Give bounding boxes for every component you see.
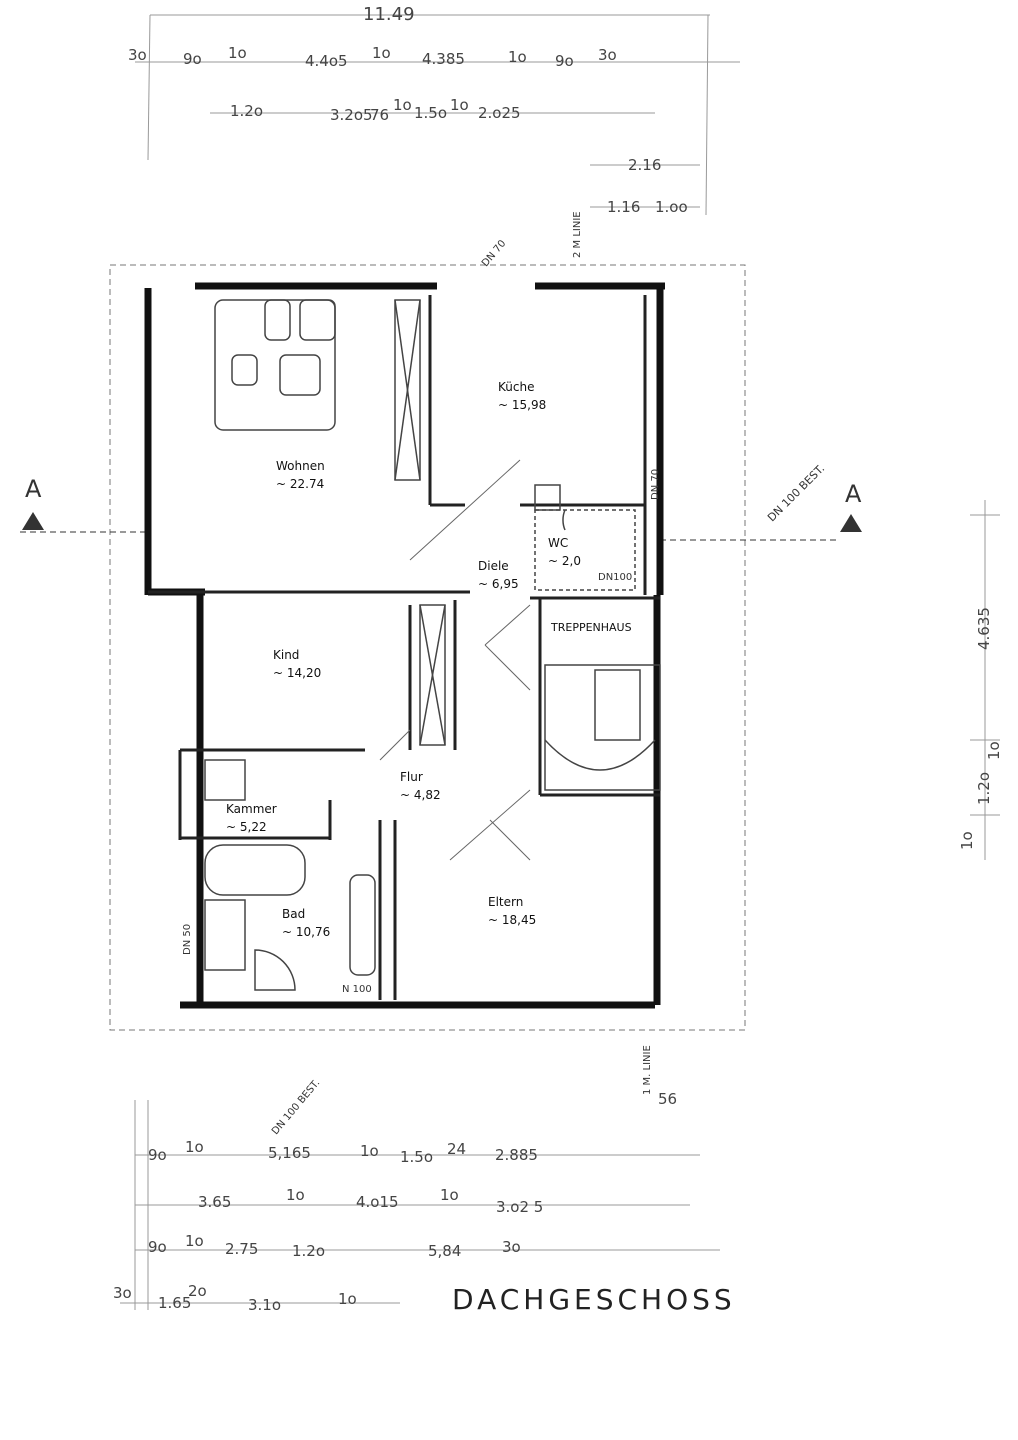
annotation-1m-linie: 1 M. LINIE — [642, 1045, 653, 1095]
dimension: 9o — [555, 52, 574, 70]
dimension: 1.5o — [400, 1148, 434, 1166]
dimension: 1o — [185, 1232, 204, 1250]
annotation-dn50: DN 50 — [182, 923, 193, 955]
section-label-left: A — [25, 475, 42, 503]
dimension: 3.o2 5 — [496, 1198, 544, 1216]
dimension: 3o — [128, 46, 147, 64]
dimension: 9o — [183, 50, 202, 68]
dimension: 3o — [502, 1238, 521, 1256]
dimension: 3.1o — [248, 1296, 282, 1314]
dimension: 3o — [598, 46, 617, 64]
dimension: 2o — [188, 1282, 207, 1300]
stair-and-door-swings — [379, 459, 531, 861]
dimension: 1.2o — [975, 771, 993, 805]
dimension: 1o — [393, 96, 412, 114]
dimension: 4.635 — [975, 607, 993, 650]
dimension: 1o — [958, 831, 976, 850]
room-diele: Diele~ 6,95 — [478, 559, 519, 591]
section-markers — [22, 512, 862, 532]
plan-title: DACHGESCHOSS — [452, 1283, 736, 1316]
room-wohnen: Wohnen~ 22.74 — [276, 459, 325, 491]
dimension: 3.65 — [198, 1193, 232, 1211]
dimension: 1o — [450, 96, 469, 114]
dimension: 1.5o — [414, 104, 448, 122]
dimension: 1o — [286, 1186, 305, 1204]
dimension-overall: 11.49 — [363, 4, 415, 25]
dimension: 56 — [658, 1090, 678, 1108]
annotation-dn70-right: DN 70 — [650, 468, 661, 500]
dimension: 9o — [148, 1146, 167, 1164]
fixtures — [204, 299, 661, 991]
dimension: 1o — [508, 48, 527, 66]
dimension: 1.65 — [158, 1294, 192, 1312]
annotation-n100: N 100 — [342, 984, 372, 995]
dimension: 24 — [447, 1140, 467, 1158]
dimension: 9o — [148, 1238, 167, 1256]
room-bad: Bad~ 10,76 — [282, 907, 331, 939]
dimension: 76 — [370, 106, 390, 124]
dimension: 3.2o5 — [330, 106, 373, 124]
dimension: 4.385 — [422, 50, 465, 68]
room-kind: Kind~ 14,20 — [273, 648, 322, 680]
dimension: 2.885 — [495, 1146, 538, 1164]
room-kammer: Kammer~ 5,22 — [226, 802, 277, 834]
dimension-lines — [120, 14, 1000, 1310]
dimension: 5,84 — [428, 1242, 462, 1260]
inner-walls — [148, 295, 660, 1000]
dimension: 4.o15 — [356, 1193, 399, 1211]
dimension: 2.16 — [628, 156, 662, 174]
dimension: 1.oo — [655, 198, 688, 216]
room-kueche: Küche~ 15,98 — [498, 380, 547, 412]
annotation-2m-linie: 2 M LINIE — [572, 211, 583, 258]
dimension: 1o — [185, 1138, 204, 1156]
dimension: 1o — [985, 741, 1003, 760]
dimension: 1o — [372, 44, 391, 62]
dimension: 1.2o — [230, 102, 264, 120]
roof-outline — [20, 264, 840, 1031]
dimension: 4.4o5 — [305, 52, 348, 70]
room-eltern: Eltern~ 18,45 — [488, 895, 537, 927]
dimension: 1.2o — [292, 1242, 326, 1260]
dimension: 2.o25 — [478, 104, 521, 122]
room-flur: Flur~ 4,82 — [400, 770, 441, 802]
outer-walls — [144, 282, 665, 1009]
room-treppenhaus: TREPPENHAUS — [551, 621, 632, 634]
dimension: 2.75 — [225, 1240, 259, 1258]
dimension: 1o — [338, 1290, 357, 1308]
annotation-dn100-wc: DN100 — [598, 572, 633, 583]
dimension: 5,165 — [268, 1144, 311, 1162]
dimension: 1o — [360, 1142, 379, 1160]
dimension: 3o — [113, 1284, 132, 1302]
section-label-right: A — [845, 480, 862, 508]
dimension: 1.16 — [607, 198, 641, 216]
room-wc: WC~ 2,0 — [548, 536, 581, 568]
dimension: 1o — [440, 1186, 459, 1204]
dimension: 1o — [228, 44, 247, 62]
